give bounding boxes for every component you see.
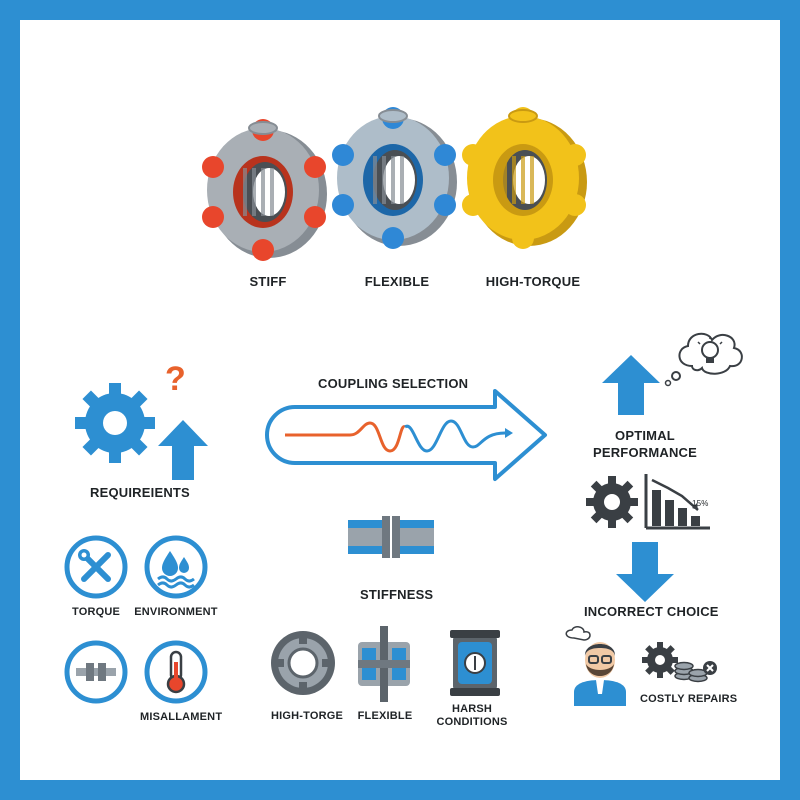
water-drops-icon	[144, 535, 208, 599]
flexible-coupling-icon	[358, 626, 410, 702]
coupling-stiff-icon	[202, 119, 327, 261]
up-arrow-icon	[602, 355, 660, 415]
question-mark: ?	[165, 360, 186, 398]
shaft-coupling-icon	[64, 640, 128, 704]
stiffness-label-flexible: FLEXIBLE	[357, 710, 413, 722]
bar-chart-icon	[644, 474, 710, 530]
optimal-title-line1: OPTIMAL	[615, 428, 675, 443]
stiffness-label-conditions: CONDITIONS	[436, 716, 508, 728]
gear-coins-icon	[642, 642, 717, 683]
down-arrow-icon	[616, 542, 674, 602]
requirement-label-torque: TORQUE	[71, 606, 121, 618]
coupling-label-high-torque: HIGH-TORQUE	[485, 274, 581, 289]
requirement-label-misallament: MISALLAMENT	[140, 711, 223, 723]
chart-percent-label: 15%	[692, 499, 709, 508]
lightbulb-thought-icon	[664, 332, 743, 387]
coupling-label-stiff: STIFF	[249, 274, 287, 289]
flow-arrow-icon	[265, 389, 547, 481]
person-icon	[565, 626, 626, 706]
gear-icon-dark	[586, 476, 638, 528]
sealed-housing-icon	[450, 630, 500, 696]
wrench-screwdriver-icon	[64, 535, 128, 599]
costly-repairs-label: COSTLY REPAIRS	[640, 693, 738, 705]
requirement-label-environment: ENVIRONMENT	[134, 606, 218, 618]
incorrect-title: INCORRECT CHOICE	[584, 604, 719, 619]
coupling-high-torque-icon	[462, 107, 587, 249]
stiffness-label-harsh: HARSH	[451, 703, 493, 715]
gear-ring-icon	[271, 631, 335, 695]
stiffness-title: STIFFNESS	[360, 587, 434, 602]
stiffness-coupling-icon	[348, 516, 434, 558]
gear-icon	[75, 383, 155, 463]
coupling-flexible-icon	[332, 107, 457, 249]
requirements-title: REQUIREIENTS	[90, 485, 190, 500]
optimal-title-line2: PERFORMANCE	[592, 445, 698, 460]
thermometer-icon	[144, 640, 208, 704]
stiffness-label-high-torge: HIGH-TORGE	[270, 710, 344, 722]
flow-title: COUPLING SELECTION	[318, 376, 469, 391]
up-arrow-icon	[158, 420, 208, 480]
coupling-label-flexible: FLEXIBLE	[364, 274, 430, 289]
